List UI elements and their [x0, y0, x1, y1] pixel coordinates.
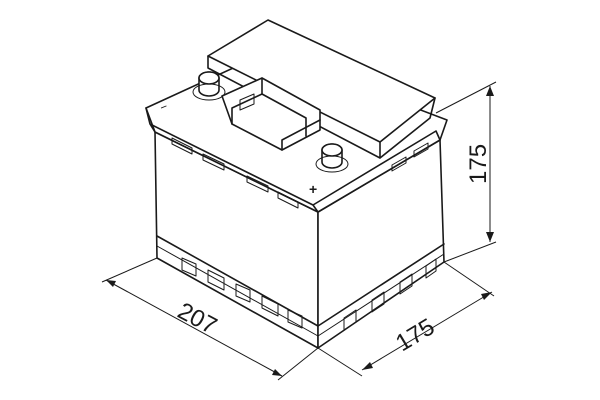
- negative-symbol: −: [158, 99, 170, 115]
- top-rim: [145, 107, 441, 213]
- negative-terminal: [192, 71, 226, 101]
- side-vents: [391, 142, 429, 172]
- base-ribs: [156, 235, 445, 337]
- battery-body: [145, 19, 448, 349]
- height-label: 175: [465, 144, 492, 184]
- front-vents: [171, 137, 299, 209]
- positive-terminal: [315, 143, 349, 173]
- height-dimension: 175: [435, 81, 497, 263]
- carry-handle: [221, 77, 321, 151]
- width-label: 175: [391, 313, 439, 357]
- positive-symbol: +: [309, 181, 317, 197]
- length-label: 207: [173, 297, 221, 340]
